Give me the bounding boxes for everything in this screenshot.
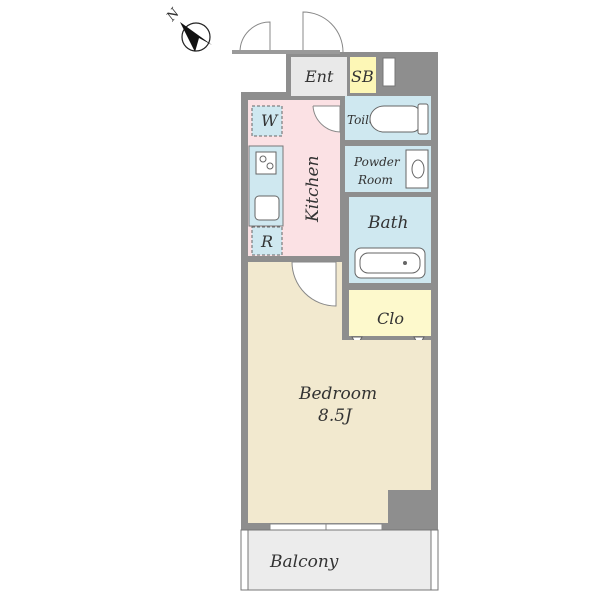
entrance-label: Ent	[304, 67, 334, 86]
sink-icon	[254, 195, 280, 221]
washbasin-icon	[405, 149, 429, 189]
balcony-label: Balcony	[269, 552, 339, 572]
closet-label: Clo	[377, 309, 404, 328]
entrance-door-icon	[232, 11, 344, 54]
toilet-door-icon	[312, 105, 341, 133]
powder-room-label-line2: Room	[357, 173, 393, 187]
bedroom-label: Bedroom	[298, 384, 377, 404]
bedroom-door-icon	[291, 261, 337, 307]
compass: N	[163, 5, 212, 52]
kitchen-label: Kitchen	[303, 156, 323, 223]
bathtub-icon	[354, 247, 426, 279]
balcony-railing-right	[430, 529, 439, 591]
washer-space	[251, 105, 283, 137]
shoe-box-label: SB	[351, 67, 374, 86]
north-arrow-icon	[180, 22, 212, 52]
washer-label: W	[261, 111, 279, 130]
entrance-area	[291, 57, 347, 96]
pipe-space	[382, 57, 396, 87]
bedroom-size-label: 8.5J	[318, 406, 353, 426]
toilet-icon	[369, 103, 429, 135]
compass-label: N	[163, 5, 183, 25]
bath-label: Bath	[367, 213, 408, 233]
bedroom-area	[248, 262, 431, 523]
closet	[349, 290, 431, 336]
refrigerator-space	[251, 226, 283, 256]
balcony-railing	[240, 529, 249, 591]
balcony-window-icon	[269, 523, 383, 531]
shoe-box-area	[350, 57, 376, 93]
powder-room-label-line1: Powder	[353, 155, 401, 169]
refrigerator-label: R	[260, 232, 273, 251]
stove-icon	[255, 151, 277, 175]
